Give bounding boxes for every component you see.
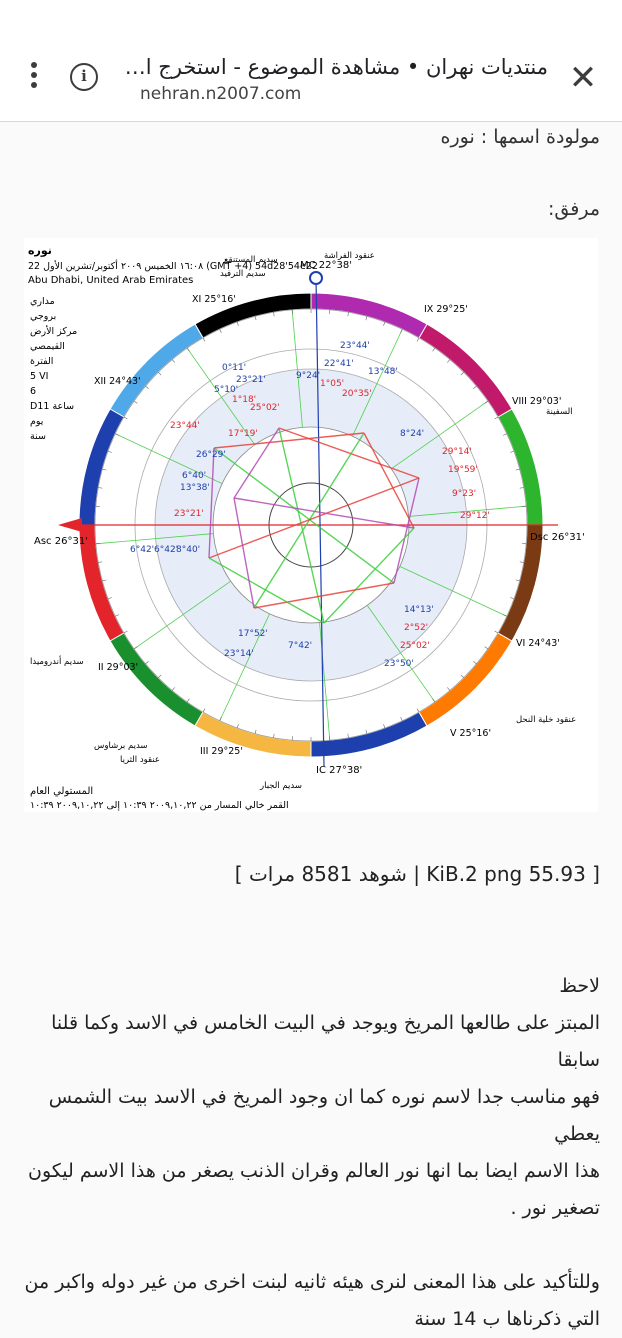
left-list-item: القيمصي [30, 341, 65, 352]
planet-degree: 26°29' [196, 450, 226, 460]
born-line: مولودة اسمها : نوره [441, 126, 601, 148]
page-title: منتديات نهران • مشاهدة الموضوع - استخرج … [118, 52, 548, 82]
asc-arrow [58, 518, 82, 532]
house-label: IX 29°25' [424, 304, 468, 315]
house-label: II 29°03' [98, 662, 138, 673]
left-list-item: مركز الأرض [30, 325, 77, 337]
star-label: السفينة [546, 407, 573, 417]
planet-degree: 29°12' [460, 511, 490, 521]
planet-degree: 29°14' [442, 447, 472, 457]
left-list-item: يوم [30, 416, 44, 427]
star-label: عنقود خلية النحل [516, 715, 576, 725]
natal-chart-wheel: نوره 22 ١٦:٠٨ الخميس ٢٠٠٩ أكتوبر/تشرين ا… [24, 238, 598, 812]
planet-degree: 13°48' [368, 367, 398, 377]
planet-degree: 20°35' [342, 389, 372, 399]
paragraph-gap [20, 1227, 600, 1264]
more-vert-icon[interactable] [26, 62, 42, 96]
star-label: عنقود الفراشة [324, 251, 375, 261]
planet-degree: 0°11' [222, 363, 246, 373]
planet-degree: 6°42' [154, 545, 178, 555]
asc-label: Asc 26°31' [34, 536, 88, 547]
left-list-item: بروجي [30, 311, 56, 322]
planet-degree: 23°21' [174, 509, 204, 519]
planet-degree: 23°44' [340, 341, 370, 351]
attachment-label: مرفق: [548, 198, 600, 220]
browser-toolbar: ✕ منتديات نهران • مشاهدة الموضوع - استخر… [0, 0, 622, 122]
planet-degree: 6°40' [182, 471, 206, 481]
planet-degree: 9°23' [452, 489, 476, 499]
paragraph-1-line-2: فهو مناسب جدا لاسم نوره كما ان وجود المر… [20, 1079, 600, 1153]
post-body: لاحظ المبتز على طالعها المريخ ويوجد في ا… [20, 968, 600, 1338]
left-list-item: 6 [30, 386, 36, 397]
planet-degree: 8°24' [400, 429, 424, 439]
left-list-item: D11 ساعة [30, 401, 74, 412]
mc-marker [310, 272, 322, 284]
planet-degree: 6°42' [130, 545, 154, 555]
attachment-file-info: [ 55.93 KiB.2 png | شوهد 8581 مرات ] [235, 862, 600, 886]
planet-degree: 19°59' [448, 465, 478, 475]
planet-degree: 25°02' [400, 641, 430, 651]
planet-degree: 9°24' [296, 371, 320, 381]
house-label: XI 25°16' [192, 294, 236, 305]
planet-degree: 5°10' [214, 385, 238, 395]
close-icon[interactable]: ✕ [566, 58, 600, 98]
left-list-item: الفترة [30, 356, 53, 367]
star-label: سديم برشاوس [94, 741, 148, 751]
paragraph-2-line-1: وللتأكيد على هذا المعنى لنرى هيئه ثانيه … [20, 1264, 600, 1301]
astrology-chart-image[interactable]: نوره 22 ١٦:٠٨ الخميس ٢٠٠٩ أكتوبر/تشرين ا… [24, 238, 598, 812]
chart-name: نوره [28, 244, 52, 257]
house-label: XII 24°43' [94, 376, 141, 387]
left-list-item: سنة [30, 431, 46, 442]
planet-degree: 23°14' [224, 649, 254, 659]
mc-label: MC 22°38' [300, 260, 352, 271]
planet-degree: 7°42' [288, 641, 312, 651]
planet-degree: 8°40' [176, 545, 200, 555]
planet-degree: 23°21' [236, 375, 266, 385]
planet-degree: 1°18' [232, 395, 256, 405]
paragraph-1-line-1: المبتز على طالعها المريخ ويوجد في البيت … [20, 1005, 600, 1079]
planet-degree: 14°13' [404, 605, 434, 615]
house-label: III 29°25' [200, 746, 243, 757]
chart-left-list: مداري بروجي مركز الأرض القيمصي الفترة 5 VI 6D1… [30, 296, 77, 442]
dsc-label: Dsc 26°31' [530, 532, 585, 543]
planet-degree: 17°52' [238, 629, 268, 639]
note-title: لاحظ [20, 968, 600, 1005]
paragraph-2-line-2: التي ذكرناها ب 14 سنة [20, 1301, 600, 1338]
planet-degree: 22°41' [324, 359, 354, 369]
chart-place: Abu Dhabi, United Arab Emirates [28, 275, 193, 286]
planet-degree: 23°50' [384, 659, 414, 669]
house-label: VIII 29°03' [512, 396, 561, 407]
left-list-item: مداري [30, 296, 55, 307]
paragraph-1-line-3: هذا الاسم ايضا بما انها نور العالم وقران… [20, 1153, 600, 1190]
chart-footer-2: القمر خالي المسار من ٢٠٠٩,١٠,٢٢ ١٠:٣٩ إل… [30, 800, 289, 811]
planet-degree: 13°38' [180, 483, 210, 493]
star-label: سديم الترفيد [220, 269, 266, 279]
planet-degree: 1°05' [320, 379, 344, 389]
page-title-block[interactable]: منتديات نهران • مشاهدة الموضوع - استخرج … [118, 52, 548, 106]
planet-degree: 23°44' [170, 421, 200, 431]
chart-footer-1: المستولي العام [30, 786, 93, 797]
ic-label: IC 27°38' [316, 765, 362, 776]
star-label: سديم المستنقع [224, 255, 278, 265]
house-label: V 25°16' [450, 728, 491, 739]
page-url: nehran.n2007.com [118, 82, 548, 106]
info-icon[interactable]: i [70, 63, 98, 91]
star-label: سديم أندروميدا [30, 655, 84, 667]
planet-degree: 2°52' [404, 623, 428, 633]
planet-degree: 17°19' [228, 429, 258, 439]
star-label: عنقود الثريا [120, 755, 160, 765]
house-label: VI 24°43' [516, 638, 560, 649]
left-list-item: 5 VI [30, 371, 48, 382]
paragraph-1-line-4: تصغير نور . [20, 1190, 600, 1227]
star-label: سديم الجبار [259, 781, 302, 791]
